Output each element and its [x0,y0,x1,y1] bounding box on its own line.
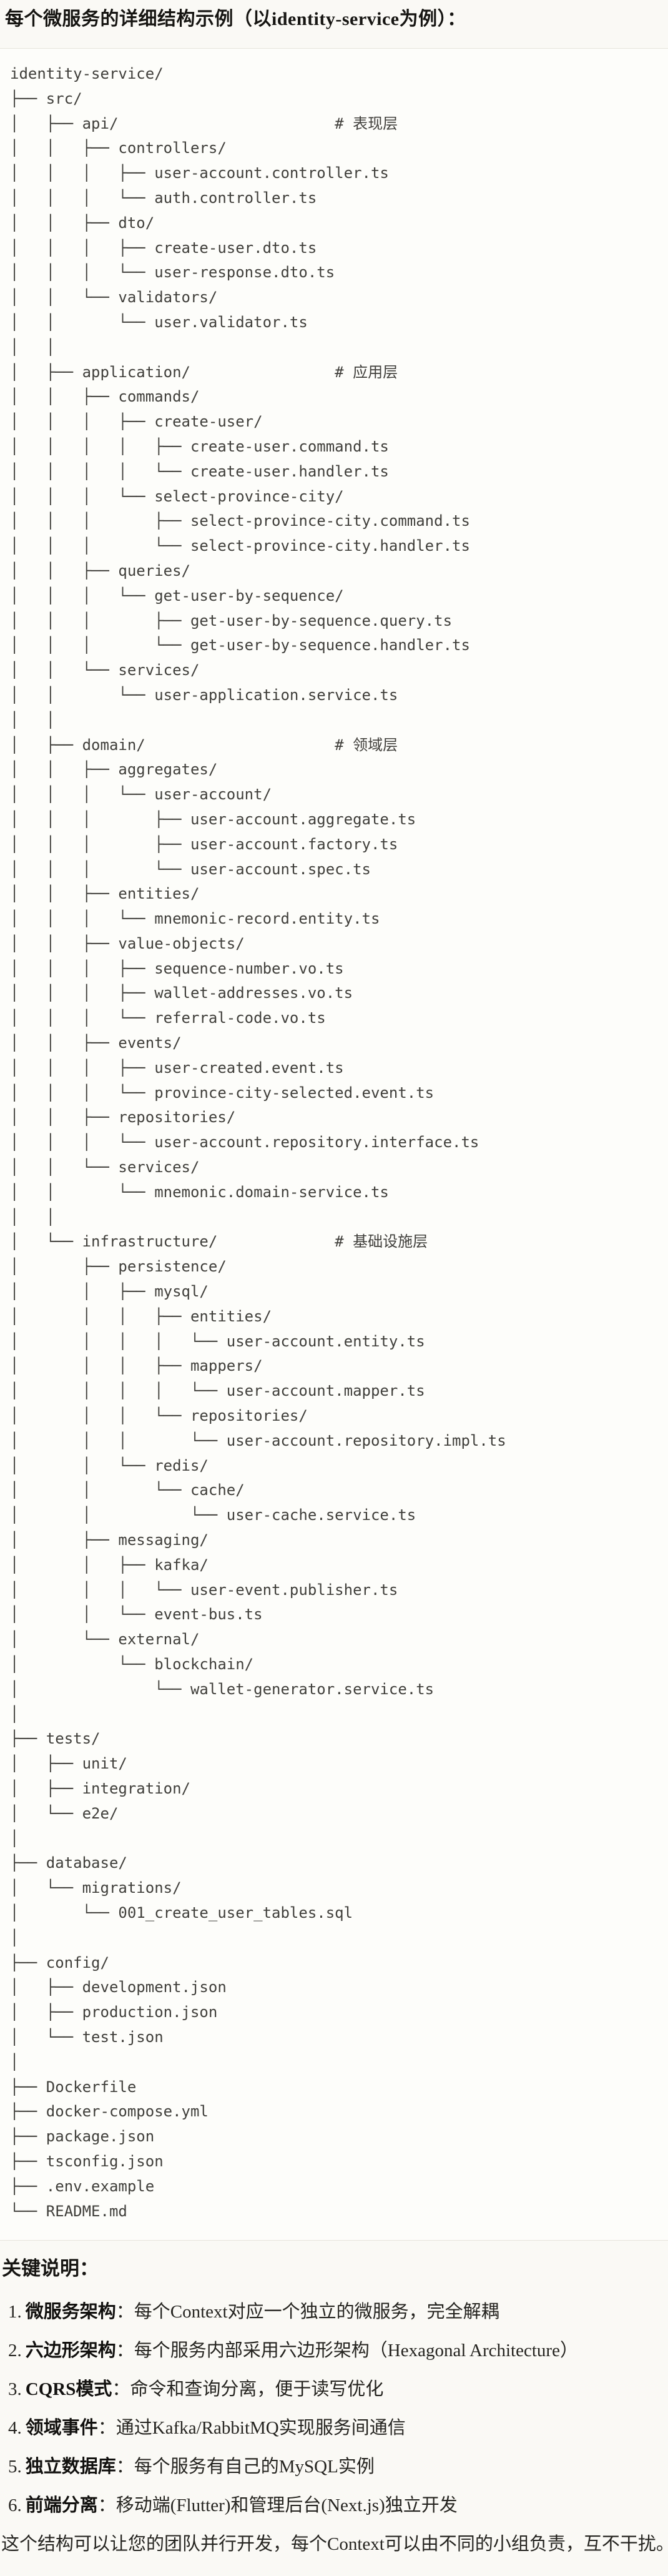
item-number: 3. [8,2379,22,2400]
page-title: 每个微服务的详细结构示例（以identity-service为例）： [5,9,466,29]
item-text: ：每个服务内部采用六边形架构（Hexagonal Architecture） [115,2341,578,2361]
item-number: 6. [8,2495,22,2516]
key-note-item: 2.六边形架构：每个服务内部采用六边形架构（Hexagonal Architec… [0,2337,668,2364]
item-text: ：每个服务有自己的MySQL实例 [115,2457,375,2477]
closing-paragraph: 这个结构可以让您的团队并行开发，每个Context可以由不同的小组负责，互不干扰… [1,2534,668,2555]
item-term: 独立数据库 [25,2457,116,2477]
item-term: 六边形架构 [25,2341,116,2361]
document-page: 每个微服务的详细结构示例（以identity-service为例）： ident… [0,5,668,2558]
code-block: identity-service/ ├── src/ │ ├── api/ # … [0,48,668,2241]
key-notes-section: 关键说明： 1.微服务架构：每个Context对应一个独立的微服务，完全解耦 2… [0,2256,668,2558]
item-term: 微服务架构 [25,2302,116,2322]
item-text: ：移动端(Flutter)和管理后台(Next.js)独立开发 [97,2495,458,2516]
key-note-item: 5.独立数据库：每个服务有自己的MySQL实例 [0,2453,668,2480]
key-note-item: 1.微服务架构：每个Context对应一个独立的微服务，完全解耦 [0,2298,668,2326]
item-number: 1. [8,2302,22,2322]
key-notes-heading: 关键说明： [2,2258,99,2280]
item-number: 5. [8,2457,22,2477]
item-text: ：通过Kafka/RabbitMQ实现服务间通信 [97,2418,406,2439]
key-note-item: 4.领域事件：通过Kafka/RabbitMQ实现服务间通信 [0,2414,668,2442]
item-number: 4. [8,2418,22,2439]
item-text: ：命令和查询分离，便于读写优化 [112,2379,384,2400]
item-number: 2. [8,2341,22,2361]
key-note-item: 3.CQRS模式：命令和查询分离，便于读写优化 [0,2376,668,2403]
file-tree: identity-service/ ├── src/ │ ├── api/ # … [10,65,506,2220]
key-note-item: 6.前端分离：移动端(Flutter)和管理后台(Next.js)独立开发 [0,2492,668,2519]
item-term: 前端分离 [25,2495,98,2516]
item-term: 领域事件 [25,2418,98,2439]
item-term: CQRS模式 [25,2379,112,2400]
item-text: ：每个Context对应一个独立的微服务，完全解耦 [115,2302,499,2322]
